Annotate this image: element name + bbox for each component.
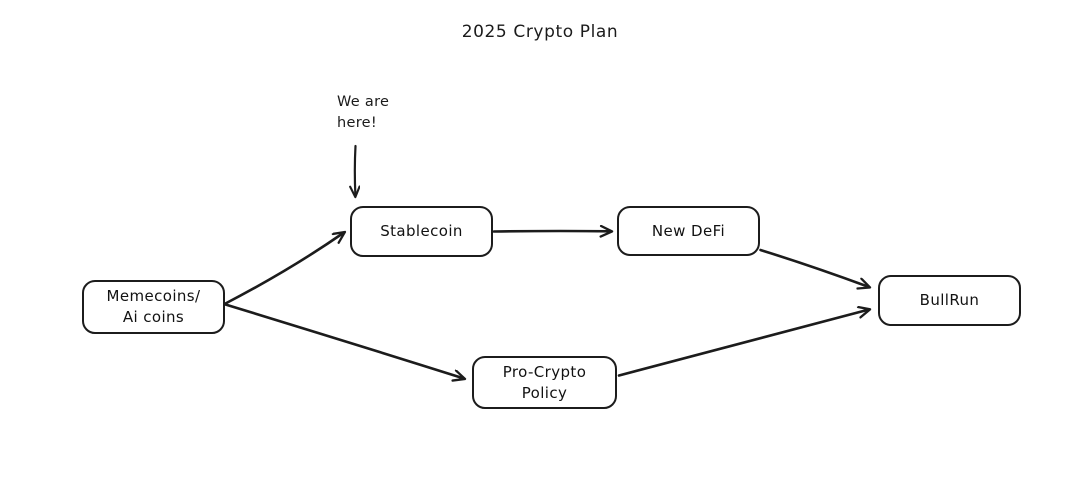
- node-label: Stablecoin: [380, 222, 463, 241]
- node-label: Memecoins/ Ai coins: [106, 287, 201, 326]
- node-new-defi[interactable]: New DeFi: [617, 206, 760, 256]
- node-memecoins-ai-coins[interactable]: Memecoins/ Ai coins: [82, 280, 225, 334]
- edge-memecoins-to-policy: [224, 303, 465, 379]
- edge-newdefi-to-bullrun: [759, 248, 870, 287]
- node-label: Pro-Crypto Policy: [502, 362, 587, 402]
- node-stablecoin[interactable]: Stablecoin: [350, 206, 493, 257]
- edge-stablecoin-to-newdefi: [492, 231, 611, 232]
- node-bullrun[interactable]: BullRun: [878, 275, 1021, 326]
- node-pro-crypto-policy[interactable]: Pro-Crypto Policy: [472, 356, 617, 409]
- node-label: New DeFi: [651, 221, 726, 240]
- edge-we-are-here-arrow: [355, 144, 356, 196]
- diagram-title: 2025 Crypto Plan: [461, 22, 619, 42]
- edge-memecoins-to-stablecoin: [224, 233, 345, 305]
- node-label: BullRun: [919, 291, 980, 310]
- edge-policy-to-bullrun: [617, 310, 869, 377]
- annotation-we-are-here: We are here!: [337, 94, 390, 132]
